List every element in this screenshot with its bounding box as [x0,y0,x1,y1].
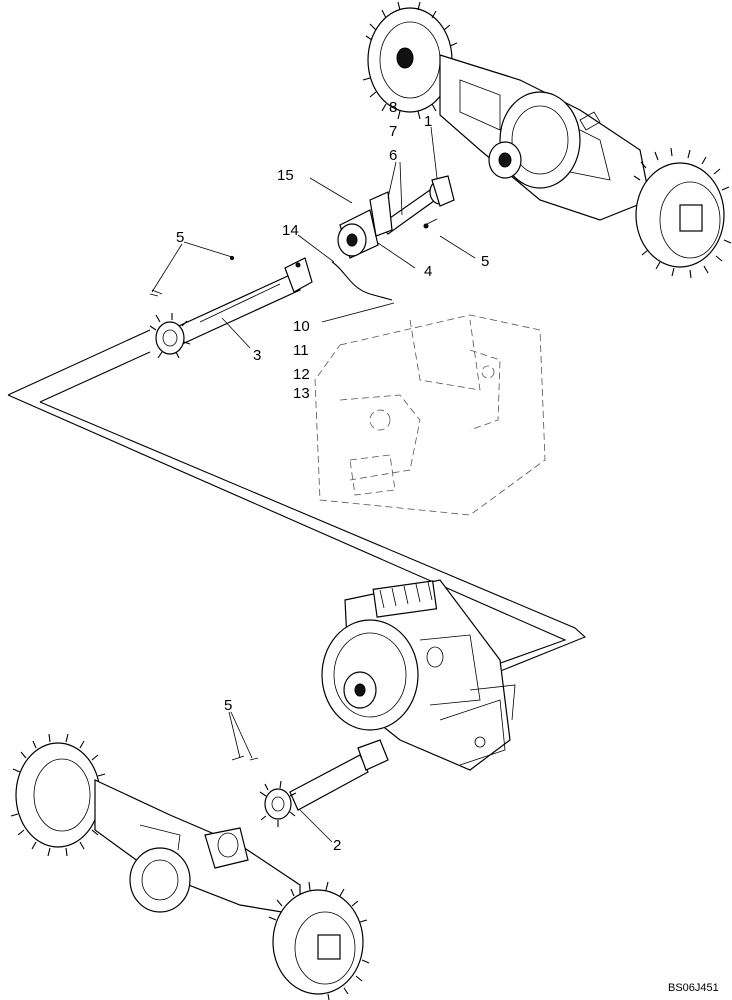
callout-8: 8 [389,99,397,116]
callout-5-lower: 5 [224,697,232,714]
callout-11: 11 [293,342,309,359]
callout-2: 2 [333,837,341,854]
callout-10: 10 [293,318,310,335]
callout-1: 1 [424,113,432,130]
callout-5-left: 5 [176,229,184,246]
callout-3: 3 [253,347,261,364]
front-driveshaft [231,739,389,827]
rear-axle-assembly [362,1,732,279]
center-bearing-shaft [337,175,455,259]
callout-6: 6 [389,147,397,164]
callout-labels: 8 7 6 1 15 5 14 4 5 10 11 12 13 3 5 2 [176,99,489,854]
drawing-code: BS06J451 [668,982,719,994]
leader-lines [151,126,476,843]
callout-14: 14 [282,222,299,239]
callout-15: 15 [277,167,294,184]
callout-5-right: 5 [481,253,489,270]
transmission-assembly [321,579,516,771]
callout-4: 4 [424,263,432,280]
long-driveshaft [149,255,313,359]
hose-line [331,261,393,301]
frame-ghost-outline [314,314,546,516]
callout-12: 12 [293,366,310,383]
front-axle-assembly [10,733,370,1000]
routing-frame-line [7,329,587,673]
callout-7: 7 [389,123,397,140]
callout-13: 13 [293,385,310,402]
